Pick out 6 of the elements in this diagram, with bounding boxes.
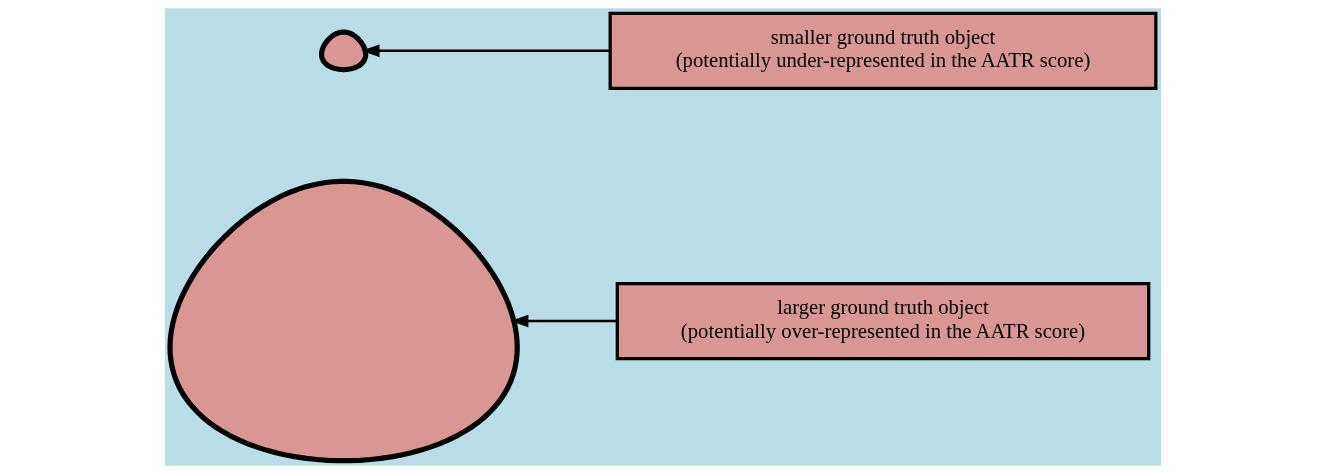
node-box: smaller ground truth object (potentially under-represented in the AATR score) bbox=[608, 11, 1158, 90]
node-box: larger ground truth object (potentially over-represented in the AATR score) bbox=[615, 281, 1151, 361]
node-blob bbox=[167, 178, 520, 464]
node-blob bbox=[318, 29, 369, 73]
arrow bbox=[361, 44, 611, 58]
arrow bbox=[510, 314, 618, 328]
